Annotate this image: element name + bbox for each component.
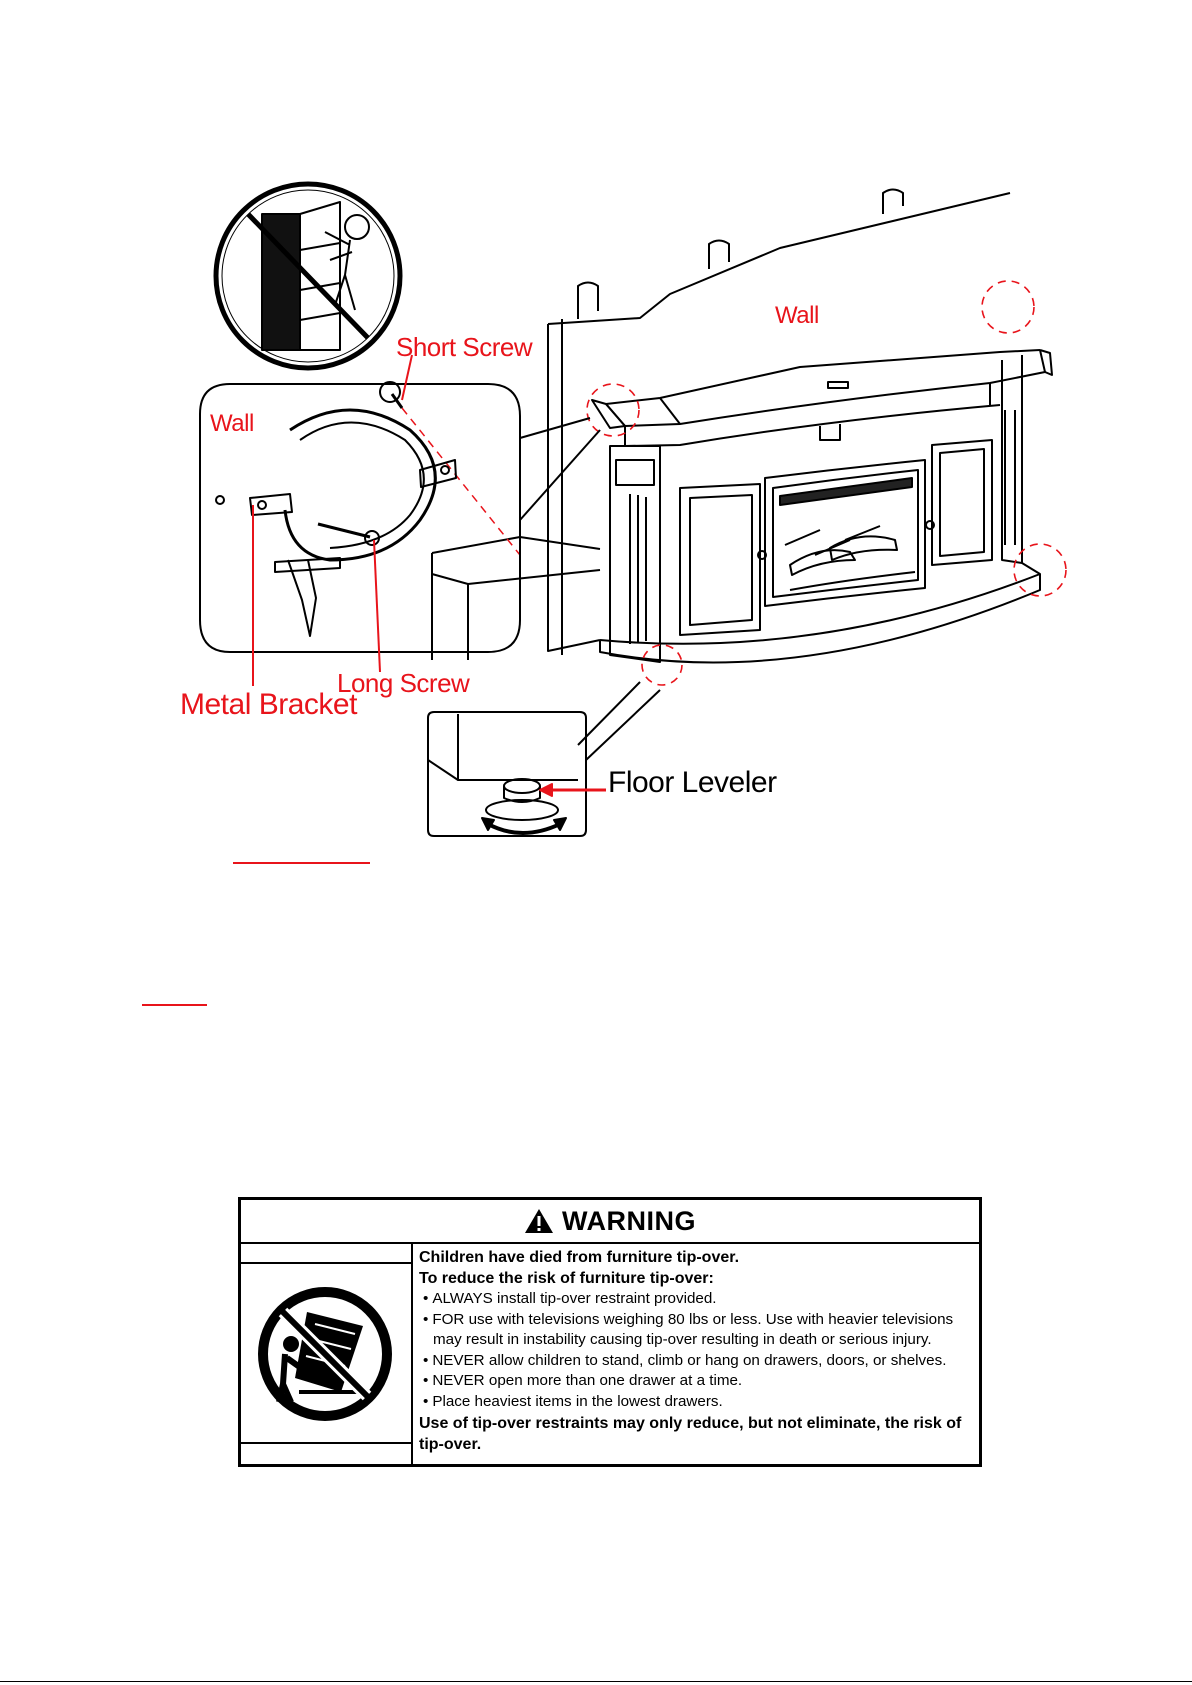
page-bottom-rule [0, 1681, 1192, 1682]
warning-bullet: ALWAYS install tip-over restraint provid… [419, 1289, 973, 1310]
warning-text: Children have died from furniture tip-ov… [419, 1248, 973, 1460]
metal-bracket-label: Metal Bracket [180, 688, 357, 721]
red-underline-2 [142, 1004, 207, 1006]
warning-triangle-icon [525, 1209, 553, 1233]
long-screw-label: Long Screw [337, 668, 470, 698]
warning-bullet: NEVER open more than one drawer at a tim… [419, 1371, 973, 1392]
wall-label-inset: Wall [210, 410, 254, 437]
installation-diagram [199, 181, 1067, 837]
warning-bullet: NEVER allow children to stand, climb or … [419, 1351, 973, 1372]
highlight-circles [586, 280, 1067, 686]
warning-headline-1: Children have died from furniture tip-ov… [419, 1249, 740, 1266]
warning-bullets: ALWAYS install tip-over restraint provid… [419, 1289, 973, 1412]
wall-label-top: Wall [775, 302, 819, 329]
floor-leveler-inset [427, 681, 661, 837]
warning-title: WARNING [562, 1205, 696, 1236]
short-screw-label: Short Screw [396, 332, 533, 362]
warning-bullet: Place heaviest items in the lowest drawe… [419, 1392, 973, 1413]
warning-headline-2: To reduce the risk of furniture tip-over… [419, 1269, 714, 1287]
warning-bullet: FOR use with televisions weighing 80 lbs… [419, 1310, 973, 1351]
wall-panel [547, 188, 1011, 655]
bracket-detail-inset [199, 381, 521, 653]
warning-pictogram-panel [241, 1242, 413, 1464]
prohibition-icon [258, 1287, 392, 1421]
warning-footer: Use of tip-over restraints may only redu… [419, 1415, 962, 1453]
floor-leveler-label: Floor Leveler [608, 766, 777, 799]
red-underline-1 [233, 862, 370, 864]
no-climbing-icon [213, 181, 403, 371]
fireplace-console [591, 349, 1053, 664]
side-shelf [431, 536, 601, 660]
warning-label: WARNING Children have died from furnitur… [238, 1197, 982, 1467]
warning-header: WARNING [241, 1200, 979, 1244]
